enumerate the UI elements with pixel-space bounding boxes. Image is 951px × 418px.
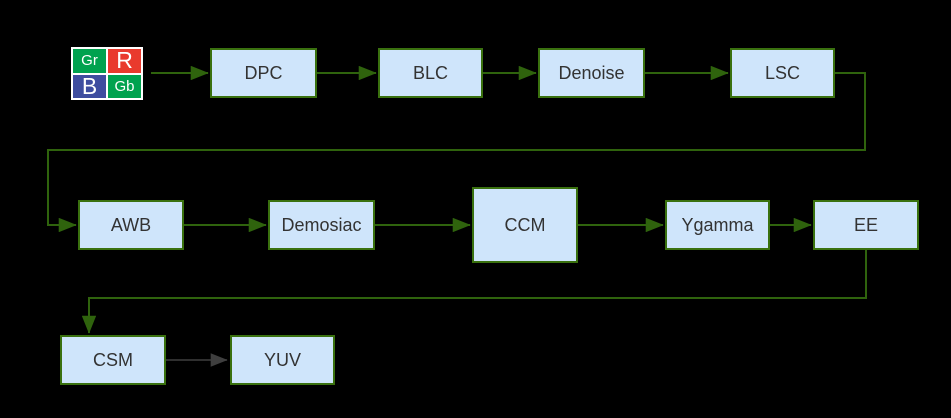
node-denoise: Denoise (538, 48, 645, 98)
node-demosiac: Demosiac (268, 200, 375, 250)
node-label: BLC (412, 63, 448, 83)
node-csm: CSM (60, 335, 166, 385)
bayer-pattern-icon: Gr R B Gb (71, 47, 143, 100)
node-awb: AWB (78, 200, 184, 250)
node-label: EE (853, 215, 878, 235)
bayer-cell-r: R (108, 49, 141, 73)
node-label: Ygamma (681, 215, 754, 235)
node-label: DPC (244, 63, 283, 83)
node-label: YUV (263, 350, 301, 370)
node-dpc: DPC (210, 48, 317, 98)
edge-ee-csm (81, 250, 867, 334)
bayer-cell-label: Gb (114, 77, 135, 95)
edge-lsc-awb (47, 72, 866, 233)
node-ee: EE (813, 200, 919, 250)
node-ccm: CCM (472, 187, 578, 263)
node-label: CSM (93, 350, 133, 370)
node-label: Denoise (558, 63, 625, 83)
bayer-cell-gb: Gb (108, 74, 141, 98)
node-ygamma: Ygamma (665, 200, 770, 250)
node-label: Demosiac (281, 215, 362, 235)
node-label: AWB (110, 215, 152, 235)
bayer-cell-label: Gr (81, 52, 98, 70)
bayer-cell-label: B (81, 74, 98, 98)
node-blc: BLC (378, 48, 483, 98)
bayer-cell-gr: Gr (73, 49, 106, 73)
bayer-cell-b: B (73, 74, 106, 98)
node-label: LSC (764, 63, 800, 83)
node-lsc: LSC (730, 48, 835, 98)
node-yuv: YUV (230, 335, 335, 385)
bayer-cell-label: R (116, 49, 133, 73)
node-label: CCM (504, 215, 546, 235)
